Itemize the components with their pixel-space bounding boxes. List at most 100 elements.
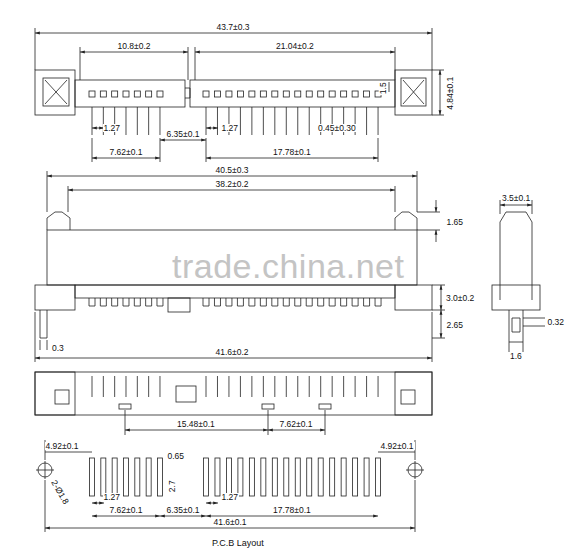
dimension-label: 3.0±0.2 [445, 294, 475, 303]
pin-stroke [237, 306, 243, 307]
dimension-label: 43.7±0.3 [216, 23, 251, 32]
pad-stroke [146, 458, 151, 496]
dimension-label: 4.84±0.1 [446, 75, 455, 110]
pin-stroke [272, 306, 278, 307]
pad-stroke [100, 91, 106, 97]
pin-stroke [364, 306, 370, 307]
pin-stroke [228, 376, 229, 397]
dimension-label: 10.8±0.2 [117, 42, 152, 51]
pad-stroke [215, 458, 220, 496]
dimension-label: 7.62±0.1 [109, 506, 144, 515]
pin-stroke [95, 298, 96, 306]
pin-stroke [240, 376, 241, 397]
pin-stroke [341, 306, 347, 307]
dimension-label: 40.5±0.3 [215, 166, 250, 175]
pin-stroke [92, 107, 93, 135]
pin-stroke [214, 298, 215, 306]
pin-stroke [375, 298, 376, 306]
dimension-label: 2.65 [446, 321, 465, 330]
pad-stroke [376, 458, 381, 496]
pad-stroke [352, 91, 358, 97]
pad-stroke [157, 91, 163, 97]
pad-stroke [112, 458, 117, 496]
dimension-label: 0.32 [547, 318, 566, 327]
pad-stroke [123, 458, 128, 496]
pad-stroke [329, 91, 335, 97]
pin-stroke [148, 107, 149, 135]
pin-stroke [309, 376, 310, 397]
pin-stroke [358, 298, 359, 306]
dimension-label: 7.62±0.1 [279, 420, 314, 429]
pin-stroke [318, 306, 324, 307]
pin-stroke [289, 298, 290, 306]
dimension-label: 1.27 [103, 493, 122, 502]
pad-stroke [226, 458, 231, 496]
caption: P.C.B Layout [211, 539, 265, 548]
pad-stroke [157, 458, 162, 496]
pin-stroke [274, 107, 275, 135]
pin-stroke [323, 298, 324, 306]
pcb-layout [36, 440, 424, 532]
pin-stroke [274, 376, 275, 397]
dimension-label: 17.78±0.1 [272, 506, 312, 515]
pin-stroke [231, 298, 232, 306]
pin-stroke [306, 306, 312, 307]
dimension-label: 41.6±0.1 [213, 518, 248, 527]
pin-stroke [295, 306, 301, 307]
dimension-label: 6.35±0.1 [166, 130, 201, 139]
pin-stroke [366, 376, 367, 397]
pin-stroke [156, 298, 157, 306]
pad-stroke [90, 458, 95, 496]
pad-stroke [146, 91, 152, 97]
pin-stroke [106, 298, 107, 306]
pin-stroke [329, 306, 335, 307]
dimension-label: 1.27 [221, 124, 240, 133]
watermark: trade.china.net [171, 249, 405, 283]
pin-stroke [123, 306, 129, 307]
dimension-label: 7.62±0.1 [109, 148, 144, 157]
pin-stroke [206, 107, 207, 135]
dimension-label: 4.92±0.1 [45, 442, 80, 451]
pad-stroke [203, 91, 209, 97]
pin-stroke [103, 376, 104, 397]
dimension-label: 3.5±0.1 [501, 194, 531, 203]
pin-stroke [283, 306, 289, 307]
pad-stroke [318, 91, 324, 97]
dimension-label: 1.65 [446, 218, 465, 227]
dimension-label: 41.6±0.2 [215, 348, 250, 357]
pad-stroke [123, 91, 129, 97]
pad-stroke [134, 91, 140, 97]
pin-stroke [243, 298, 244, 306]
pad-stroke [364, 458, 369, 496]
pin-stroke [112, 306, 118, 307]
pin-stroke [366, 107, 367, 135]
pin-stroke [206, 376, 207, 397]
pad-stroke [89, 91, 95, 97]
pin-stroke [114, 376, 115, 397]
pin-stroke [317, 298, 318, 306]
pin-stroke [151, 298, 152, 306]
pad-stroke [341, 458, 346, 496]
pad-stroke [204, 458, 209, 496]
pin-stroke [254, 298, 255, 306]
bottom-view [35, 372, 432, 435]
pin-stroke [369, 298, 370, 306]
pin-stroke [203, 306, 209, 307]
pin-stroke [286, 107, 287, 135]
pin-stroke [137, 107, 138, 135]
pin-stroke [320, 376, 321, 397]
dimension-label: 1.27 [221, 493, 240, 502]
pin-stroke [128, 298, 129, 306]
pin-stroke [271, 298, 272, 306]
pad-stroke [307, 458, 312, 496]
pin-stroke [134, 298, 135, 306]
pin-stroke [140, 298, 141, 306]
top-view [35, 28, 444, 162]
pin-stroke [266, 298, 267, 306]
dimension-label: 0.3 [51, 344, 65, 353]
pad-stroke [272, 458, 277, 496]
pad-stroke [226, 91, 232, 97]
dimension-label: 2-Ø1.8 [49, 478, 70, 506]
pin-stroke [214, 306, 220, 307]
pin-stroke [111, 298, 112, 306]
